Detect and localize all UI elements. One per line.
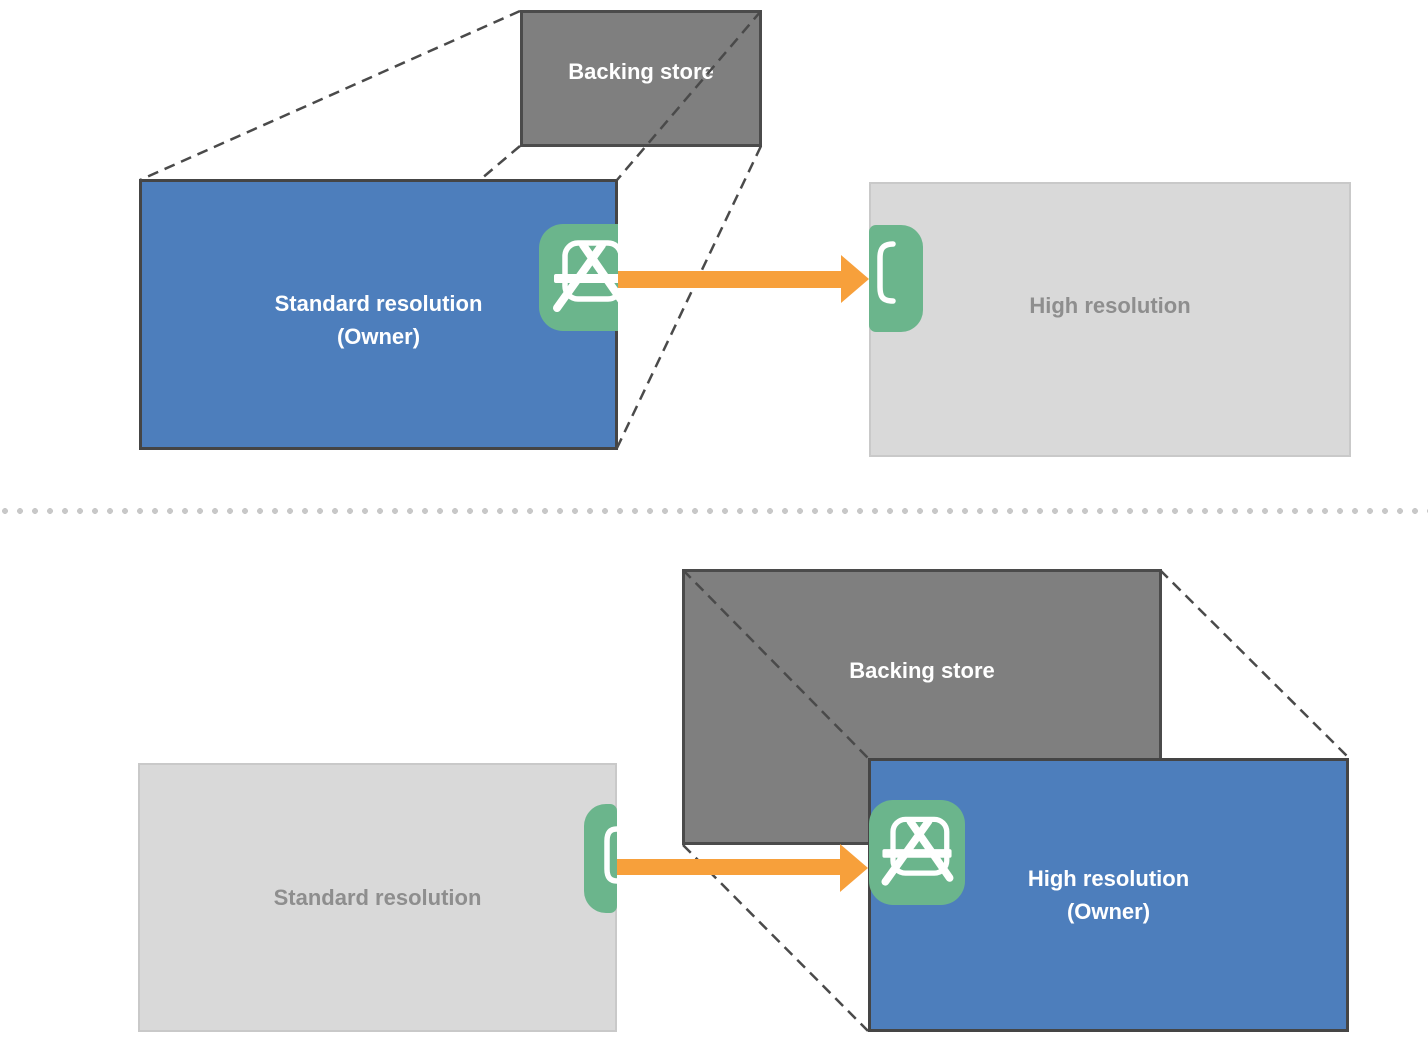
standard-resolution-display-box: Standard resolution (138, 763, 617, 1032)
app-store-icon-fragment (869, 225, 923, 332)
backing-store-label-bottom: Backing store (849, 658, 995, 683)
app-store-icon (539, 224, 618, 331)
backing-store-box-top: Backing store (520, 10, 762, 147)
transfer-arrow-top-head (841, 255, 869, 303)
owner-bottom-label-line1: High resolution (1027, 866, 1190, 891)
transfer-arrow-top (618, 271, 842, 288)
transfer-arrow-bottom-head (840, 844, 868, 892)
standard-resolution-label: Standard resolution (273, 885, 482, 910)
owner-bottom-label-line2: (Owner) (1066, 899, 1151, 924)
owner-label-line2: (Owner) (336, 323, 421, 349)
owner-label-line1: Standard resolution (274, 290, 483, 316)
app-store-icon-fragment (584, 804, 617, 913)
high-resolution-label: High resolution (1029, 293, 1191, 318)
app-store-icon (869, 800, 965, 905)
transfer-arrow-bottom (617, 859, 841, 875)
high-resolution-display-box: High resolution (869, 182, 1351, 457)
section-divider-dotted (0, 508, 1428, 514)
backing-store-label-top: Backing store (568, 59, 714, 84)
